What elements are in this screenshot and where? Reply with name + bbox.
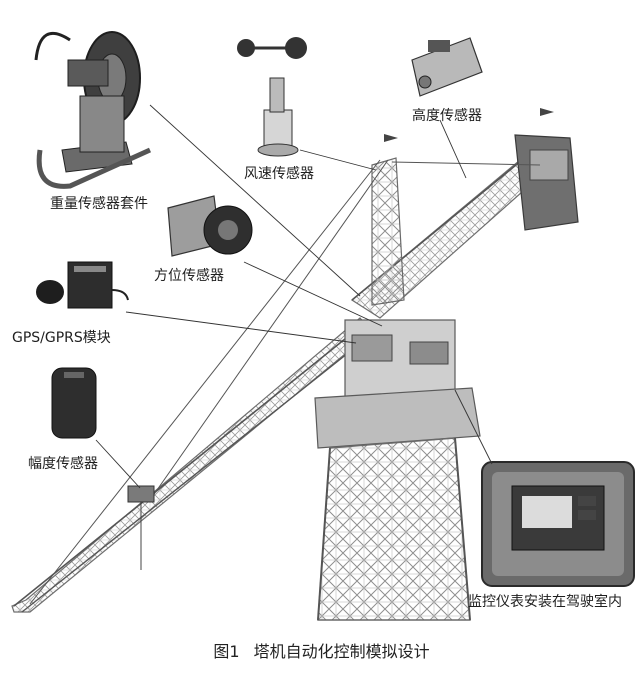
label-wind-speed-sensor: 风速传感器 — [244, 166, 314, 182]
label-monitor-location: 监控仪表安装在驾驶室内 — [468, 594, 622, 610]
label-weight-sensor-kit: 重量传感器套件 — [50, 196, 148, 212]
label-direction-sensor: 方位传感器 — [154, 268, 224, 284]
label-height-sensor: 高度传感器 — [412, 108, 482, 124]
leader-monitor — [454, 389, 493, 465]
figure-title: 塔机自动化控制模拟设计 — [253, 642, 430, 661]
leader-gps — [125, 311, 357, 344]
leader-lines — [95, 104, 493, 489]
crane-apex — [371, 157, 405, 306]
amplitude-sensor-image — [51, 367, 97, 439]
crane-machinery-block — [514, 134, 579, 231]
gps-module-image — [36, 261, 129, 309]
leader-height — [439, 119, 467, 179]
leader-wind — [299, 149, 377, 171]
label-gps-module: GPS/GPRS模块 — [12, 330, 111, 346]
crane-mast — [317, 437, 471, 621]
leader-amplitude — [95, 439, 141, 489]
figure-number: 图1 — [213, 642, 240, 661]
figure-caption: 图1 塔机自动化控制模拟设计 — [0, 638, 643, 662]
monitor-inset — [481, 461, 635, 587]
label-amplitude-sensor: 幅度传感器 — [28, 456, 98, 472]
height-sensor-image — [411, 37, 483, 97]
leader-direction — [243, 261, 383, 327]
wind-speed-sensor-image — [237, 37, 307, 157]
direction-sensor-image — [167, 195, 253, 257]
leader-weight — [149, 104, 361, 297]
weight-sensor-kit-image — [34, 31, 152, 189]
tower-crane — [11, 108, 579, 621]
